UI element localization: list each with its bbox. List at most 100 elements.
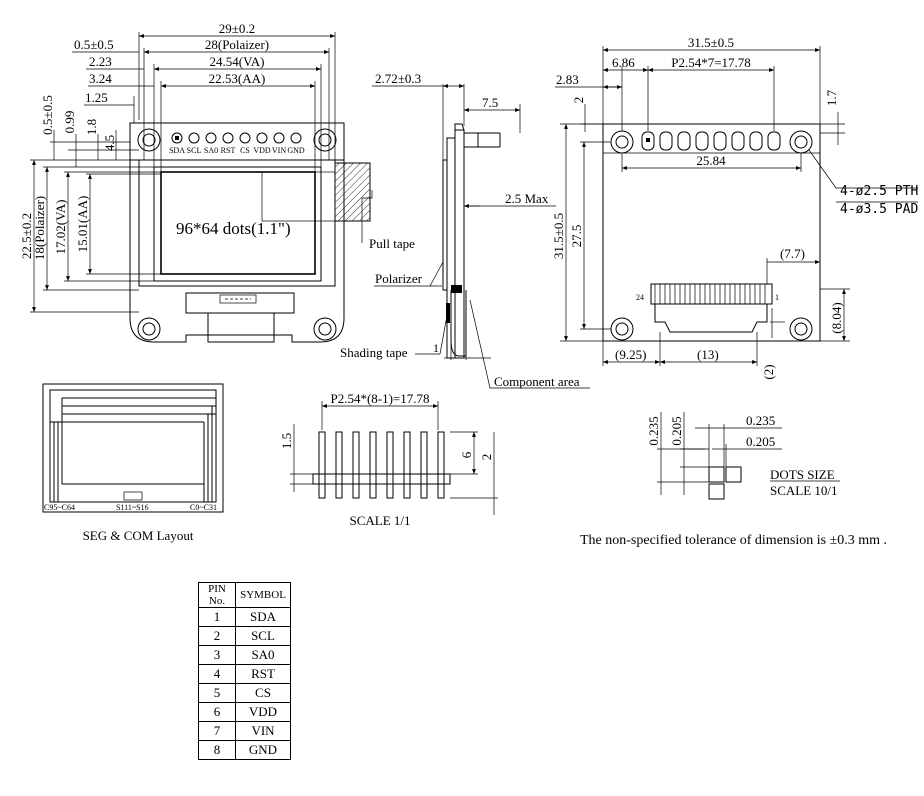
dim-top-offset-4: 4.5 bbox=[102, 135, 117, 151]
pin-symbol: SA0 bbox=[235, 645, 291, 665]
header-pitch-dim: P2.54*(8-1)=17.78 bbox=[330, 391, 429, 406]
pin-symbol: VDD bbox=[235, 702, 291, 722]
dots-h2: 0.205 bbox=[746, 434, 775, 449]
label-pull-tape: Pull tape bbox=[369, 236, 415, 251]
symbol-header: SYMBOL bbox=[235, 582, 291, 608]
pin-label-7: VIN bbox=[272, 146, 286, 155]
dim-top-offset-2: 0.99 bbox=[62, 111, 77, 134]
pin-number: 3 bbox=[198, 645, 236, 665]
dim-aa-height: 15.01(AA) bbox=[75, 196, 90, 253]
dim-overall-height: 22.5±0.2 bbox=[19, 213, 34, 259]
pin-number: 1 bbox=[198, 607, 236, 627]
pin-symbol: SDA bbox=[235, 607, 291, 627]
pin-symbol: RST bbox=[235, 664, 291, 684]
dim-rear-overall-height: 31.5±0.5 bbox=[551, 213, 566, 259]
label-component-area: Component area bbox=[494, 374, 580, 389]
pin-number: 4 bbox=[198, 664, 236, 684]
dim-offset-va: 2.23 bbox=[89, 54, 112, 69]
dots-title: DOTS SIZE bbox=[770, 467, 835, 482]
seg-right-label: C0~C31 bbox=[190, 503, 217, 512]
pin-number: 7 bbox=[198, 721, 236, 741]
dim-polarizer-height: 18(Polaizer) bbox=[32, 196, 47, 260]
pin-number: 5 bbox=[198, 683, 236, 703]
dim-top-offset-1: 0.5±0.5 bbox=[40, 95, 55, 135]
front-mounting-holes bbox=[137, 128, 337, 341]
pin-table-header: PIN No. SYMBOL bbox=[198, 582, 291, 608]
label-polarizer: Polarizer bbox=[375, 271, 423, 286]
dim-aa-width: 22.53(AA) bbox=[209, 71, 266, 86]
dim-offset-hole: 1.25 bbox=[85, 90, 108, 105]
dim-rear-top-margin: 2 bbox=[571, 97, 586, 104]
seg-com-caption: SEG & COM Layout bbox=[83, 528, 194, 543]
dim-rear-bottom-mid: (13) bbox=[697, 347, 719, 362]
pin-label-5: CS bbox=[240, 146, 250, 155]
front-pin-pads bbox=[171, 132, 302, 144]
pin-label-1: SDA bbox=[169, 146, 185, 155]
front-pcb-outline bbox=[129, 160, 345, 343]
header-dim-15: 1.5 bbox=[279, 433, 294, 449]
dim-overall-width: 29±0.2 bbox=[219, 21, 255, 36]
resolution-label: 96*64 dots(1.1") bbox=[176, 219, 291, 238]
side-view: 2.72±0.3 7.5 2.5 Max Pull tape Polarizer… bbox=[340, 71, 590, 389]
pin-symbol: CS bbox=[235, 683, 291, 703]
label-shading-num: 1 bbox=[433, 341, 439, 355]
dim-rear-pin-offset: 6.86 bbox=[612, 55, 635, 70]
dim-polarizer-width: 28(Polaizer) bbox=[205, 37, 269, 52]
pin-symbol: VIN bbox=[235, 721, 291, 741]
front-fpc bbox=[185, 292, 295, 343]
rear-fpc-connector: 24 1 bbox=[636, 283, 779, 333]
dots-scale: SCALE 10/1 bbox=[770, 483, 838, 498]
dots-v2: 0.205 bbox=[669, 416, 684, 445]
aa-outline bbox=[160, 171, 316, 275]
dots-v1: 0.235 bbox=[646, 416, 661, 445]
dim-rear-pitch: P2.54*7=17.78 bbox=[671, 55, 751, 70]
dim-pin-length: 7.5 bbox=[482, 95, 498, 110]
dim-offset-aa: 3.24 bbox=[89, 71, 112, 86]
hole-note-pad: 4-ø3.5 PAD bbox=[840, 202, 918, 217]
header-pin-view: P2.54*(8-1)=17.78 1.5 6 2 SCALE 1/1 bbox=[279, 391, 498, 528]
dim-top-offset-3: 1.8 bbox=[84, 119, 99, 135]
dim-rear-right-top: 1.7 bbox=[824, 89, 839, 106]
dots-size-detail: 0.235 0.205 0.235 0.205 DOTS SIZE SCALE … bbox=[646, 412, 840, 500]
pin-label-8: GND bbox=[287, 146, 305, 155]
fpc-pin-last: 1 bbox=[775, 293, 779, 302]
rear-pcb-outline bbox=[602, 123, 821, 342]
pin-label-4: RST bbox=[221, 146, 236, 155]
dim-va-width: 24.54(VA) bbox=[209, 54, 264, 69]
tolerance-note: The non-specified tolerance of dimension… bbox=[580, 533, 887, 548]
front-pin-labels: SDA SCL SA0 RST CS VDD VIN GND bbox=[169, 146, 305, 155]
rear-view: 24 1 31.5±0.5 6.86 P2.54*7=17.78 2.83 2 … bbox=[551, 35, 918, 380]
hole-note-pth: 4-ø2.5 PTH bbox=[840, 184, 918, 199]
header-dim-6: 6 bbox=[459, 451, 474, 458]
dim-va-height: 17.02(VA) bbox=[53, 199, 68, 254]
label-shading-tape: Shading tape bbox=[340, 345, 408, 360]
dim-rear-pin-span: 25.84 bbox=[696, 153, 726, 168]
pin-number: 8 bbox=[198, 740, 236, 760]
dim-max-height: 2.5 Max bbox=[505, 191, 549, 206]
dim-offset-polarizer: 0.5±0.5 bbox=[74, 37, 114, 52]
seg-com-layout: C95~C64 S111~S16 C0~C31 SEG & COM Layout bbox=[42, 383, 224, 543]
front-header-strip bbox=[129, 122, 345, 161]
pin-label-2: SCL bbox=[187, 146, 202, 155]
pin-number: 6 bbox=[198, 702, 236, 722]
dim-rear-bottom-gap: (2) bbox=[761, 364, 776, 379]
dim-rear-conn-height: (8.04) bbox=[829, 302, 844, 333]
dim-rear-conn-width: (7.7) bbox=[780, 246, 805, 261]
pin-symbol: SCL bbox=[235, 626, 291, 646]
dim-rear-hole-span: 27.5 bbox=[569, 225, 584, 248]
dim-rear-edge-offset: 2.83 bbox=[556, 72, 579, 87]
seg-left-label: C95~C64 bbox=[44, 503, 75, 512]
pin-label-6: VDD bbox=[253, 146, 271, 155]
dots-h1: 0.235 bbox=[746, 413, 775, 428]
seg-mid-label: S111~S16 bbox=[116, 503, 149, 512]
va-outline bbox=[153, 166, 322, 282]
